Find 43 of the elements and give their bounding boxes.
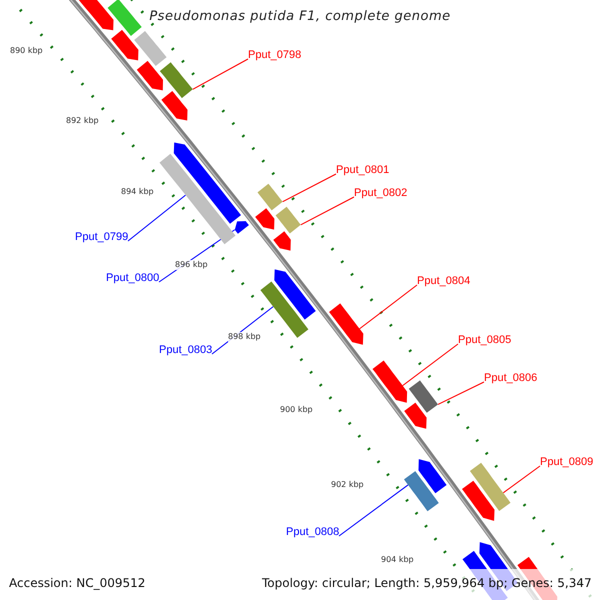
gene-bar [470, 462, 510, 511]
gene-label: Pput_0804 [417, 275, 470, 288]
leader-line [359, 284, 418, 330]
leader-line [128, 194, 186, 242]
gene-label: Pput_0803 [159, 344, 212, 357]
gene-label: Pput_0806 [484, 372, 538, 385]
gene-feature [372, 360, 408, 403]
leader-line [402, 344, 458, 386]
gene-label: Pput_0801 [336, 164, 390, 177]
gene-bar [408, 380, 438, 413]
gene-bar [404, 471, 439, 512]
scale-label: 904 kbp [381, 555, 414, 565]
gene-bar [276, 206, 301, 234]
gene-bar [258, 184, 283, 210]
leader-line [192, 58, 248, 90]
gene-label: Pput_0799 [75, 231, 128, 244]
gene-bar [260, 282, 308, 338]
scale-label: 896 kbp [175, 260, 208, 270]
leader-line [437, 382, 484, 405]
gene-label: Pput_0800 [106, 272, 160, 285]
gene-feature [174, 142, 241, 224]
gene-feature [329, 303, 364, 345]
gene-label: Pput_0798 [248, 49, 302, 62]
title: Pseudomonas putida F1, complete genome [149, 9, 451, 24]
leader-line [300, 196, 354, 226]
gene-label: Pput_0809 [540, 456, 594, 469]
scale-label: 900 kbp [280, 405, 313, 415]
footer-text: Topology: circular; Length: 5,959,964 bp; Genes: 5,347 [262, 576, 592, 590]
leader-line [338, 484, 409, 536]
footer-text: Accession: NC_009512 [9, 576, 146, 590]
gene-bar [160, 154, 236, 244]
gene-label: Pput_0802 [354, 187, 408, 200]
scale-label: 902 kbp [331, 480, 364, 490]
scale-label: 894 kbp [121, 187, 154, 197]
scale-label: 898 kbp [228, 332, 261, 342]
gene-feature [234, 221, 249, 234]
gene-label: Pput_0805 [458, 334, 512, 347]
leader-line [282, 174, 336, 202]
gene-bar [160, 62, 193, 98]
gene-label: Pput_0808 [286, 526, 340, 539]
leader-line [502, 466, 540, 494]
scale-label: 890 kbp [10, 46, 43, 56]
scale-label: 892 kbp [66, 116, 99, 126]
